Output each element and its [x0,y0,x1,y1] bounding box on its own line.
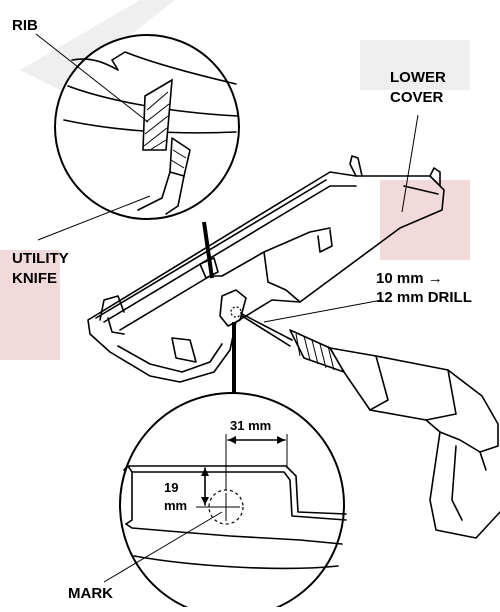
utility-knife [137,137,191,215]
drill-label-line1: 10 mm → [376,270,443,287]
drill-mark-point [230,306,242,318]
rib [142,78,173,151]
background-watermark [0,0,470,360]
lower-cover-label-line2: COVER [390,89,444,106]
vertical-dimension-unit: mm [164,498,187,513]
rib-leader [35,33,149,123]
drill-leader [263,299,383,323]
lower-cover-label-line1: LOWER [390,69,446,86]
utility-knife-label-line1: UTILITY [12,250,69,267]
vertical-dimension-value: 19 [164,480,178,495]
mark-detail-circle [119,392,347,612]
mark-leader [103,511,223,583]
lower-cover-leader [401,114,419,213]
utility-knife-label-line2: KNIFE [12,270,57,287]
leader-lines [35,33,419,583]
detail-callout-line-top [202,221,214,279]
power-drill [241,313,500,539]
rib-label: RIB [12,17,38,34]
lower-cover [87,155,445,383]
mark-label: MARK [68,585,113,602]
utility-knife-leader [37,195,151,241]
horizontal-dimension-label: 31 mm [230,418,271,433]
rib-detail-circle [54,34,240,220]
drill-label-line2: 12 mm DRILL [376,289,472,306]
